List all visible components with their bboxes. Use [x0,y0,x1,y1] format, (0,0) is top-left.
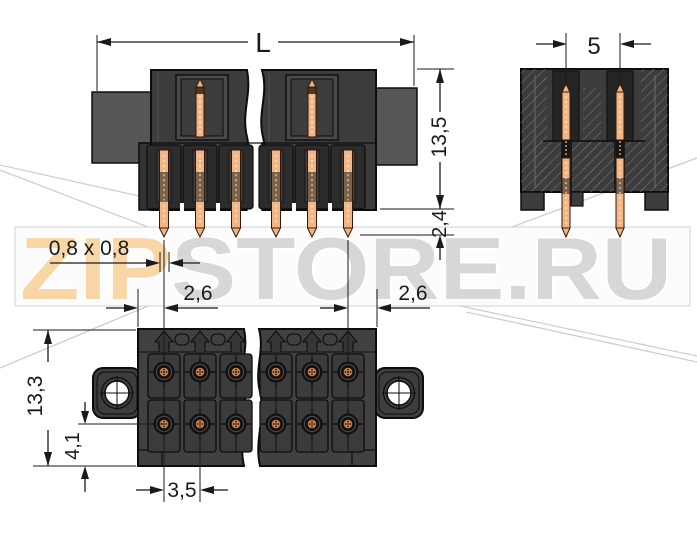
dimension-13-3-label: 13,3 [24,376,47,417]
mating-pin [307,78,317,138]
solder-pin [270,149,282,238]
dimension-2-4-label: 2,4 [429,210,451,238]
pcb-foot [644,191,669,211]
dimension-13-5: 13,5 [380,68,454,210]
bottom-view [92,328,424,467]
dimension-13-3: 13,3 [24,329,136,467]
dimension-2-6-left: 2,6 [106,240,218,368]
side-view [91,69,418,238]
dimension-5: 5 [536,33,651,84]
dimension-4-1: 4,1 [62,402,163,492]
dimension-4-1-label: 4,1 [62,432,84,460]
mating-pin [195,78,205,138]
dimension-0-8-label: 0,8 x 0,8 [49,237,130,260]
solder-pin [342,149,354,238]
pcb-foot [570,191,584,207]
dimension-2-6-right: 2,6 [320,240,430,368]
mounting-flange-right [374,367,424,419]
watermark-band [14,226,691,307]
section-view [520,68,669,239]
dimension-0-8: 0,8 x 0,8 [49,237,200,272]
solder-pin [230,149,242,238]
solder-pin [158,149,170,238]
dimension-3-5: 3,5 [136,428,228,502]
solder-pin [194,149,206,238]
watermark-zip: ZIP [20,219,171,318]
dimension-13-5-label: 13,5 [428,117,451,158]
solder-pin [306,149,318,238]
dimensions: L 5 13,5 2,4 [24,27,651,502]
section-pin [561,82,571,239]
mounting-flange-left [92,367,142,419]
pcb-foot [520,191,545,211]
watermark-swoosh-lines [0,157,697,369]
dimension-3-5-label: 3,5 [167,479,196,502]
dimension-5-label: 5 [587,33,600,60]
dimension-2-6-left-label: 2,6 [183,282,212,305]
dimension-2-6-right-label: 2,6 [398,282,427,305]
section-pin [615,82,625,239]
dimension-L: L [96,27,415,91]
dimension-L-label: L [255,27,271,58]
dimension-2-4: 2,4 [360,210,454,260]
side-view-right-end-block [375,87,418,166]
